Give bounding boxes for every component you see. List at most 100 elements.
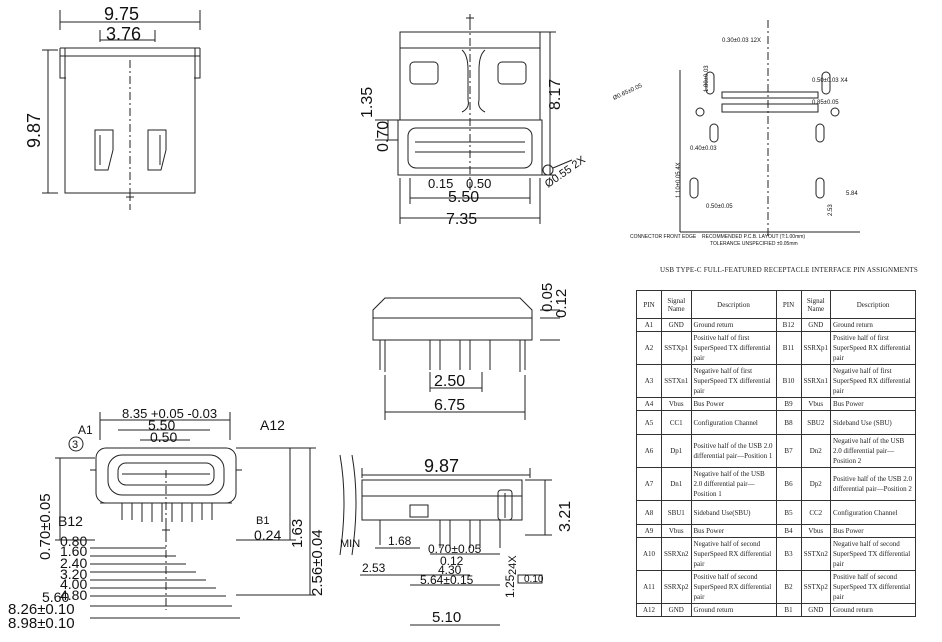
dim-0-70: 0.70 [375,121,392,152]
pin-b-cell: B2 [775,570,802,604]
description-a-cell: Bus Power [690,524,777,538]
signal-b-cell: GND [800,318,832,332]
table-header-row: PIN Signal Name Description PIN Signal N… [636,290,917,319]
signal-a-cell: GND [661,318,692,332]
signal-b-cell: Dp2 [800,467,832,501]
pin-a-cell: A1 [636,318,662,332]
description-b-cell: Ground return [830,603,917,617]
signal-a-cell: SSRXn2 [661,537,692,571]
pin-assignment-table: PIN Signal Name Description PIN Signal N… [636,290,917,617]
pin-b-cell: B5 [775,500,802,525]
dim-0-50-bl: 0.50 [150,429,177,445]
label-callout-3: 3 [72,439,78,451]
pin-b-cell: B7 [775,434,802,468]
dim-0-12-bm: 0.12 [440,554,464,568]
dim-0-15: 0.15 [428,176,453,191]
description-b-cell: Configuration Channel [830,500,917,525]
description-a-cell: Sideband Use(SBU) [690,500,777,525]
dim-4-80: 4.80 [60,587,87,603]
dim-4-30: 4.30 [438,563,462,577]
signal-a-cell: SBU1 [661,500,692,525]
description-b-cell: Ground return [830,318,917,332]
dim-6-75: 6.75 [434,397,465,414]
dim-2-50: 2.50 [434,373,465,390]
signal-b-cell: SSTXp2 [800,570,832,604]
dim-0-70-bl: 0.70±0.05 [37,493,54,560]
description-a-cell: Negative half of first SuperSpeed TX dif… [690,364,777,398]
dim-0-70-bm: 0.70±0.05 [428,542,482,556]
pin-b-cell: B12 [775,318,802,332]
pin-b-cell: B11 [775,331,802,365]
pin-b-cell: B10 [775,364,802,398]
pcb-dim-x4: 0.50±0.03 X4 [812,78,848,84]
header-signal-b: Signal Name [800,290,832,319]
label-min: MIN [340,538,360,550]
pin-b-cell: B8 [775,410,802,435]
signal-b-cell: SSRXn1 [800,364,832,398]
header-pin-b: PIN [775,290,802,319]
dim-2-53-bm: 2.53 [362,561,386,575]
label-b12: B12 [58,513,83,529]
signal-a-cell: SSRXp2 [661,570,692,604]
dim-5-60: 5.60 [42,589,69,605]
dim-4-00: 4.00 [60,576,87,592]
pcb-dim-1-80: 1.80±0.03 [704,65,710,92]
dim-8-17: 8.17 [547,79,564,110]
description-a-cell: Ground return [690,603,777,617]
dim-8-35: 8.35 +0.05 -0.03 [122,406,217,421]
description-b-cell: Positive half of first SuperSpeed RX dif… [830,331,917,365]
signal-a-cell: Dn1 [661,467,692,501]
header-signal-a: Signal Name [661,290,692,319]
dim-1-60: 1.60 [60,543,87,559]
pin-a-cell: A8 [636,500,662,525]
dim-0-80: 0.80 [60,533,87,549]
description-a-cell: Negative half of second SuperSpeed RX di… [690,537,777,571]
pcb-tolerance-label: TOLERANCE UNSPECIFIED ±0.05mm [710,241,798,247]
signal-a-cell: Vbus [661,524,692,538]
dim-0-12: 0.12 [553,289,570,318]
description-a-cell: Positive half of second SuperSpeed RX di… [690,570,777,604]
description-a-cell: Positive half of the USB 2.0 differentia… [690,434,777,468]
dim-width-overall: 9.75 [104,4,139,24]
pcb-dim-2-53: 2.53 [828,204,834,216]
description-a-cell: Positive half of first SuperSpeed TX dif… [690,331,777,365]
signal-a-cell: SSTXp1 [661,331,692,365]
dim-5-50-bl: 5.50 [148,417,175,433]
pin-a-cell: A10 [636,537,662,571]
pin-b-cell: B6 [775,467,802,501]
pin-a-cell: A7 [636,467,662,501]
signal-a-cell: Vbus [661,397,692,411]
dim-8-26: 8.26±0.10 [8,601,75,618]
pin-b-cell: B4 [775,524,802,538]
dim-1-25: 1.25 [503,574,517,598]
signal-a-cell: SSTXn1 [661,364,692,398]
pcb-dim-1-10: 1.10±0.05 4X [676,162,682,198]
description-b-cell: Negative half of second SuperSpeed TX di… [830,537,917,571]
signal-b-cell: Dn2 [800,434,832,468]
description-b-cell: Negative half of first SuperSpeed RX dif… [830,364,917,398]
dim-length: 9.87 [24,113,44,148]
pin-a-cell: A11 [636,570,662,604]
dim-0-24: 0.24 [254,527,281,543]
pin-b-cell: B3 [775,537,802,571]
signal-a-cell: GND [661,603,692,617]
dim-0-10: 0.10 [524,574,544,585]
dim-1-63: 1.63 [289,519,306,548]
signal-b-cell: SBU2 [800,410,832,435]
dim-0-50: 0.50 [466,176,491,191]
description-a-cell: Configuration Channel [690,410,777,435]
description-b-cell: Bus Power [830,397,917,411]
signal-b-cell: CC2 [800,500,832,525]
dim-0-05: 0.05 [539,283,556,312]
dim-2-56: 2.56±0.04 [309,529,326,596]
pin-a-cell: A6 [636,434,662,468]
dim-5-50: 5.50 [448,189,479,206]
pcb-dim-0-50: 0.50±0.05 [706,204,733,210]
